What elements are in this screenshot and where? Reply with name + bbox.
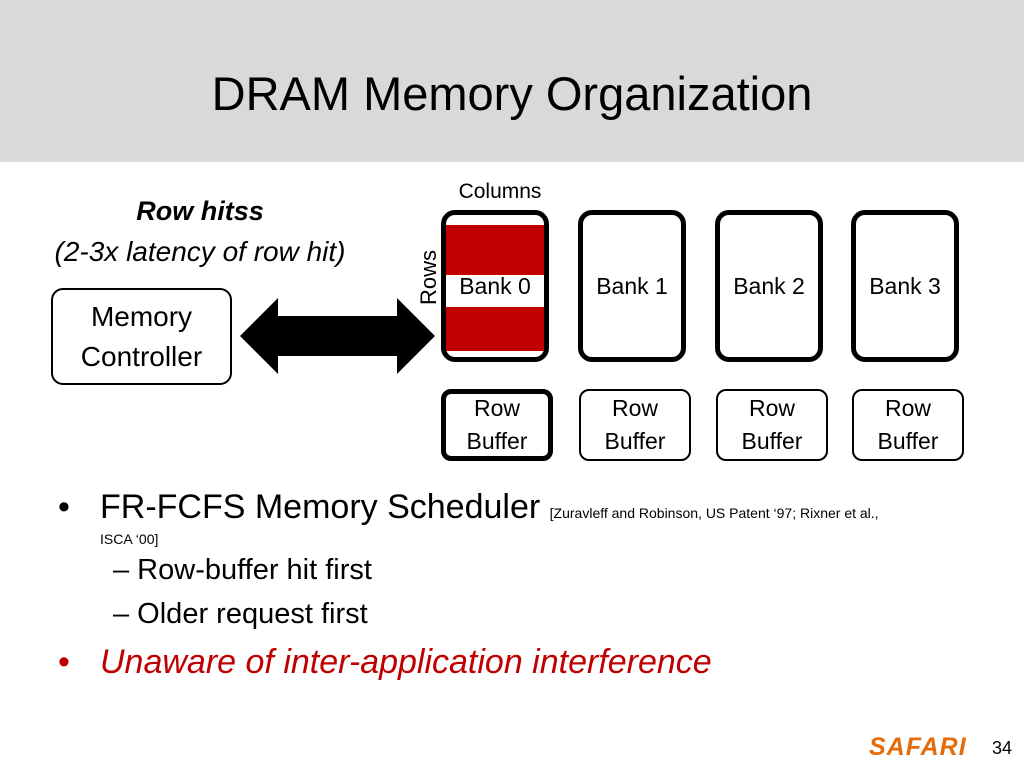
row-buffer-1: Row Buffer bbox=[579, 389, 691, 461]
memory-controller-box: Memory Controller bbox=[51, 288, 232, 385]
bullet-unaware-text: Unaware of inter-application interferenc… bbox=[100, 643, 712, 681]
bullet-dot-2: • bbox=[58, 643, 70, 681]
columns-label: Columns bbox=[458, 180, 542, 203]
page-number: 34 bbox=[992, 738, 1013, 758]
safari-logo: SAFARI bbox=[869, 733, 967, 761]
sub-bullet-older-request: – Older request first bbox=[113, 598, 368, 630]
slide-title: DRAM Memory Organization bbox=[211, 67, 813, 120]
row-buffer-3-line-1: Row bbox=[884, 395, 931, 421]
row-buffer-3: Row Buffer bbox=[852, 389, 964, 461]
bank-2-label: Bank 2 bbox=[733, 272, 805, 299]
row-buffer-0-line-1: Row bbox=[473, 395, 520, 421]
bank-0-label: Bank 0 bbox=[459, 272, 531, 299]
row-hits-label: Row hitss bbox=[136, 196, 264, 226]
bullet-fr-fcfs: • FR-FCFS Memory Scheduler [Zuravleff and… bbox=[58, 488, 879, 527]
bullet-dot: • bbox=[58, 488, 70, 526]
bank-0: Bank 0 bbox=[441, 210, 549, 362]
citation-line-1: [Zuravleff and Robinson, US Patent ‘97; … bbox=[549, 505, 879, 521]
row-buffer-0: Row Buffer bbox=[441, 389, 553, 461]
row-buffer-2-line-1: Row bbox=[748, 395, 795, 421]
bank-0-rows-bottom bbox=[446, 307, 544, 351]
row-buffer-2-line-2: Buffer bbox=[741, 428, 803, 454]
bank-1: Bank 1 bbox=[578, 210, 686, 362]
bank-0-rows-top bbox=[446, 225, 544, 275]
citation-line-2: ISCA ‘00] bbox=[100, 531, 159, 547]
bank-3-label: Bank 3 bbox=[869, 272, 941, 299]
mc-line-1: Memory bbox=[90, 300, 193, 332]
bullet-unaware: • Unaware of inter-application interferen… bbox=[58, 643, 712, 682]
row-buffer-3-line-2: Buffer bbox=[877, 428, 939, 454]
row-buffer-0-line-2: Buffer bbox=[466, 428, 528, 454]
latency-label: (2-3x latency of row hit) bbox=[54, 236, 346, 267]
mc-line-2: Controller bbox=[80, 340, 203, 372]
row-buffer-1-line-1: Row bbox=[611, 395, 658, 421]
row-buffer-2: Row Buffer bbox=[716, 389, 828, 461]
bullet-fr-fcfs-text: FR-FCFS Memory Scheduler bbox=[100, 488, 541, 526]
bank-3: Bank 3 bbox=[851, 210, 959, 362]
row-buffer-1-line-2: Buffer bbox=[604, 428, 666, 454]
bank-2: Bank 2 bbox=[715, 210, 823, 362]
sub-bullet-row-buffer-hit: – Row-buffer hit first bbox=[113, 554, 372, 586]
bank-1-label: Bank 1 bbox=[596, 272, 668, 299]
title-bar bbox=[0, 0, 1024, 162]
bidirectional-arrow-icon bbox=[240, 298, 435, 374]
